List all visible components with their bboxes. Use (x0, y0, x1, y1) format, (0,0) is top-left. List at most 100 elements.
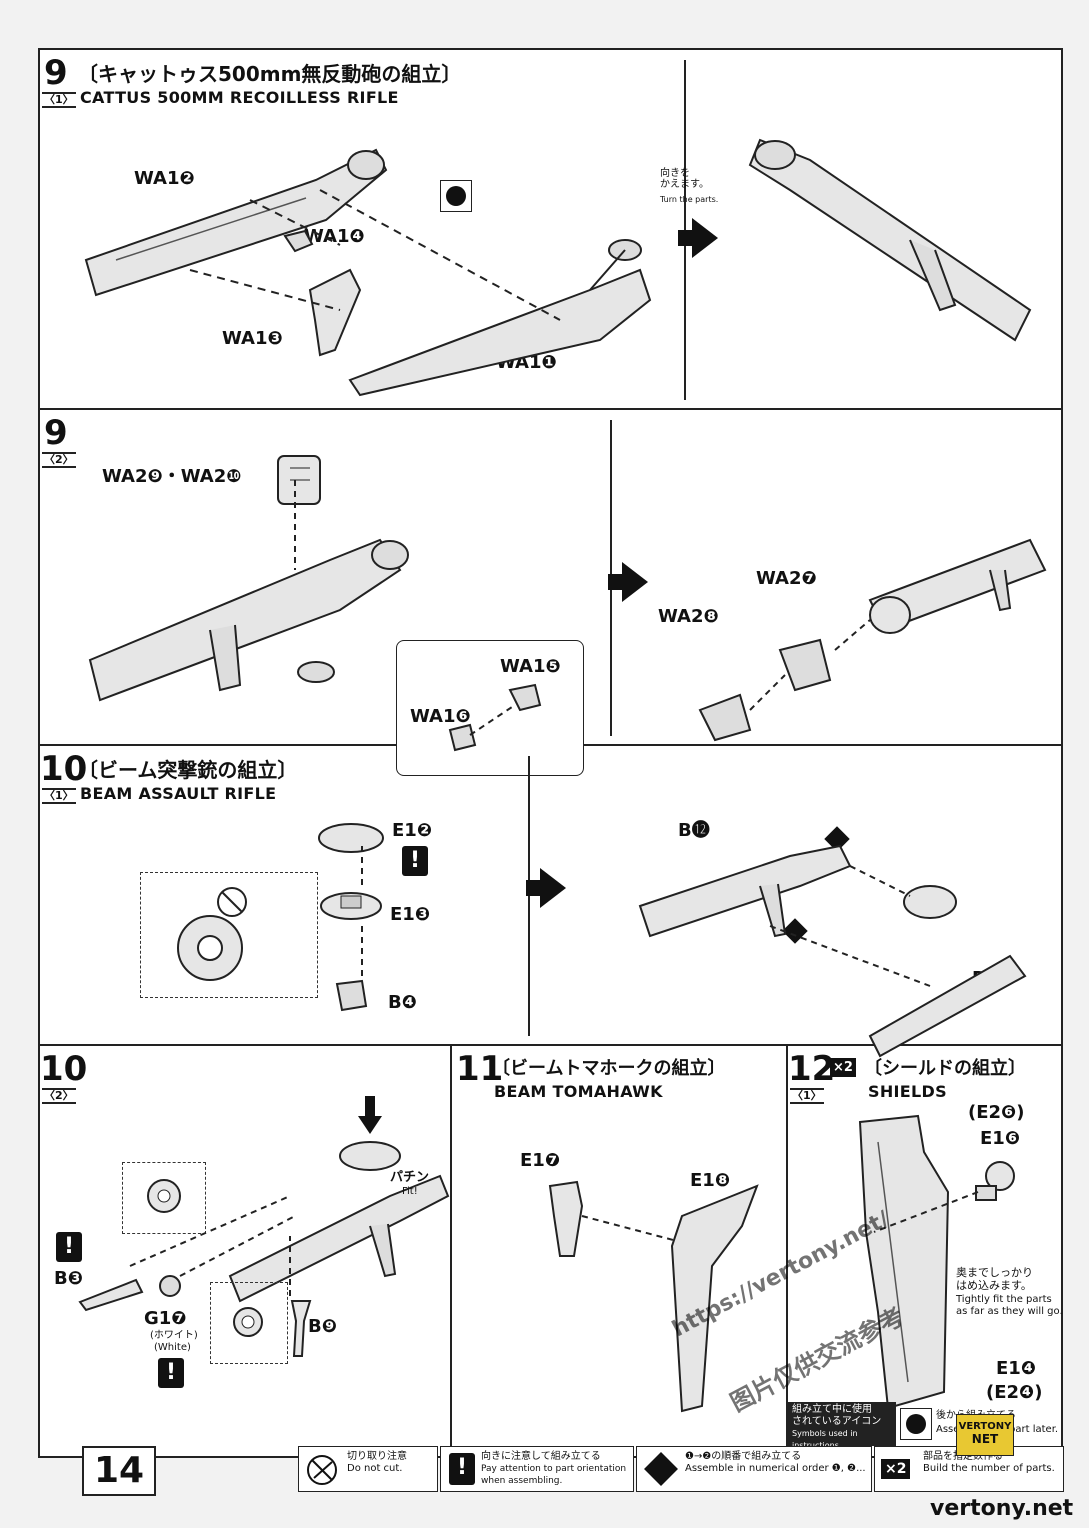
divider (528, 756, 530, 1036)
snap-label-en: Fit! (402, 1186, 418, 1197)
step-number: 12 (788, 1049, 836, 1089)
part-label: E1❼ (520, 1150, 561, 1171)
step-sub: 〈2〉 (42, 1088, 76, 1104)
watermark-site: vertony.net (930, 1496, 1074, 1521)
part-label: WA1❻ (410, 706, 471, 727)
part-label: WA2❼ (756, 568, 817, 589)
inset-box (396, 640, 584, 776)
rifle-body-upper-illustration (84, 148, 388, 297)
legend-jp: 向きに注意して組み立てる (481, 1451, 601, 1462)
detail-box (210, 1282, 288, 1364)
do-not-cut-detail-box (140, 872, 318, 998)
handle-illustration (290, 1300, 312, 1357)
step-title-en: BEAM TOMAHAWK (494, 1082, 663, 1101)
part-label: B❸ (54, 1268, 83, 1289)
sensor-base-illustration (320, 892, 382, 920)
turn-note-en: Turn the parts. (660, 195, 719, 204)
detail-box (122, 1162, 206, 1234)
sensor-mount-illustration (335, 979, 368, 1012)
snap-label-jp: パチン (390, 1170, 430, 1185)
part-label: E1❷ (392, 820, 433, 841)
part-label: B❹ (388, 992, 417, 1013)
step-title-jp: 〔ビーム突撃銃の組立〕 (78, 758, 298, 782)
part-label: E1❻ (980, 1128, 1021, 1149)
step-9-2-section: 9 〈2〉 WA2❾・WA2❿ WA1❺ WA1❻ WA2❼ WA2❽ (40, 410, 1061, 776)
orientation-warning-icon: ! (402, 846, 428, 876)
legend-jp: 部品を指定数作る (923, 1451, 1003, 1462)
part-label: WA1❹ (304, 226, 365, 247)
part-label: WA2❽ (658, 606, 719, 627)
detail-part-illustration (147, 1179, 181, 1213)
step-number: 10 (40, 1049, 88, 1089)
badge-bottom: NET (971, 1432, 999, 1446)
step-sub: 〈1〉 (42, 92, 76, 108)
step-title-jp: 〔シールドの組立〕 (864, 1058, 1026, 1079)
divider (786, 1046, 788, 1446)
multiplier-icon: ×2 (881, 1459, 911, 1479)
part-label: B⓬ (678, 820, 710, 841)
step-sub: 〈1〉 (42, 788, 76, 804)
legend-en: Assemble in numerical order ❶, ❷... (685, 1463, 866, 1474)
rifle-with-sensor-illustration (228, 1141, 450, 1303)
part-label: (E2❹) (986, 1382, 1043, 1403)
page-number: 14 (82, 1446, 156, 1496)
legend-en: Build the number of parts. (923, 1463, 1055, 1474)
g1-note-en: (White) (154, 1342, 191, 1353)
step-number: 11 (456, 1049, 504, 1089)
assembly-path-lines (361, 846, 363, 976)
sensor-cap-illustration (318, 823, 384, 853)
step-title-jp: 〔ビームトマホークの組立〕 (492, 1058, 726, 1079)
next-arrow-icon (678, 218, 718, 258)
symbols-note-en: Symbols used in instructions (792, 1429, 858, 1450)
next-arrow-icon (526, 868, 566, 908)
part-label: (E2❻) (968, 1102, 1025, 1123)
watermark-badge: VERTONY NET (956, 1414, 1014, 1456)
order-icon (644, 1452, 678, 1486)
g1-note-jp: (ホワイト) (150, 1330, 198, 1341)
legend-en: Do not cut. (347, 1463, 403, 1474)
multiplier-badge: ×2 (830, 1058, 856, 1077)
sensor-detail-illustration (177, 887, 247, 981)
part-label: WA1❷ (134, 168, 195, 189)
legend-jp: ❶→❷の順番で組み立てる (685, 1451, 802, 1462)
badge-top: VERTONY (958, 1421, 1012, 1432)
step-number: 9 (44, 413, 68, 453)
step-title-en: SHIELDS (868, 1082, 947, 1101)
step-number: 9 (44, 53, 68, 93)
muzzle-illustration (297, 661, 335, 683)
small-part-illustration (159, 1275, 181, 1297)
assemble-later-icon (440, 180, 472, 212)
divider (450, 1046, 452, 1446)
step-10-2-section: 10 〈2〉 パチン Fit! ! B❸ G1❼ (ホワイ (40, 1046, 452, 1446)
part-label: WA1❸ (222, 328, 283, 349)
step-sub: 〈1〉 (790, 1088, 824, 1104)
legend-jp: 切り取り注意 (347, 1451, 407, 1462)
step-title-en: BEAM ASSAULT RIFLE (80, 784, 277, 803)
beam-rifle-illustration (638, 844, 1027, 1058)
instruction-page: 9 〈1〉 〔キャットゥス500mm無反動砲の組立〕 CATTUS 500MM … (38, 48, 1063, 1458)
rifle-assembly-illustration (88, 480, 409, 702)
part-label: E1❹ (996, 1358, 1037, 1379)
barrel-tip-illustration (78, 1278, 144, 1312)
grip-illustration (308, 268, 362, 357)
rifle-end-assembly-illustration (698, 538, 1047, 742)
assembly-path-lines (129, 1195, 296, 1296)
step-title-jp: 〔キャットゥス500mm無反動砲の組立〕 (78, 62, 462, 86)
step-number: 10 (40, 749, 88, 789)
rifle-body-lower-illustration (348, 239, 652, 397)
orientation-warning-icon: ! (158, 1358, 184, 1388)
part-label: E1❸ (390, 904, 431, 925)
next-arrow-icon (608, 562, 648, 602)
assembled-rifle-illustration (748, 138, 1032, 342)
part-label: WA2❾・WA2❿ (102, 466, 242, 487)
assemble-later-icon (900, 1408, 932, 1440)
fit-note-en: Tightly fit the parts as far as they wil… (956, 1294, 1063, 1317)
step-sub: 〈2〉 (42, 452, 76, 468)
step-title-en: CATTUS 500MM RECOILLESS RIFLE (80, 88, 399, 107)
part-label: B❾ (308, 1316, 337, 1337)
do-not-cut-icon (307, 1455, 337, 1485)
press-down-arrow-icon (358, 1096, 382, 1134)
